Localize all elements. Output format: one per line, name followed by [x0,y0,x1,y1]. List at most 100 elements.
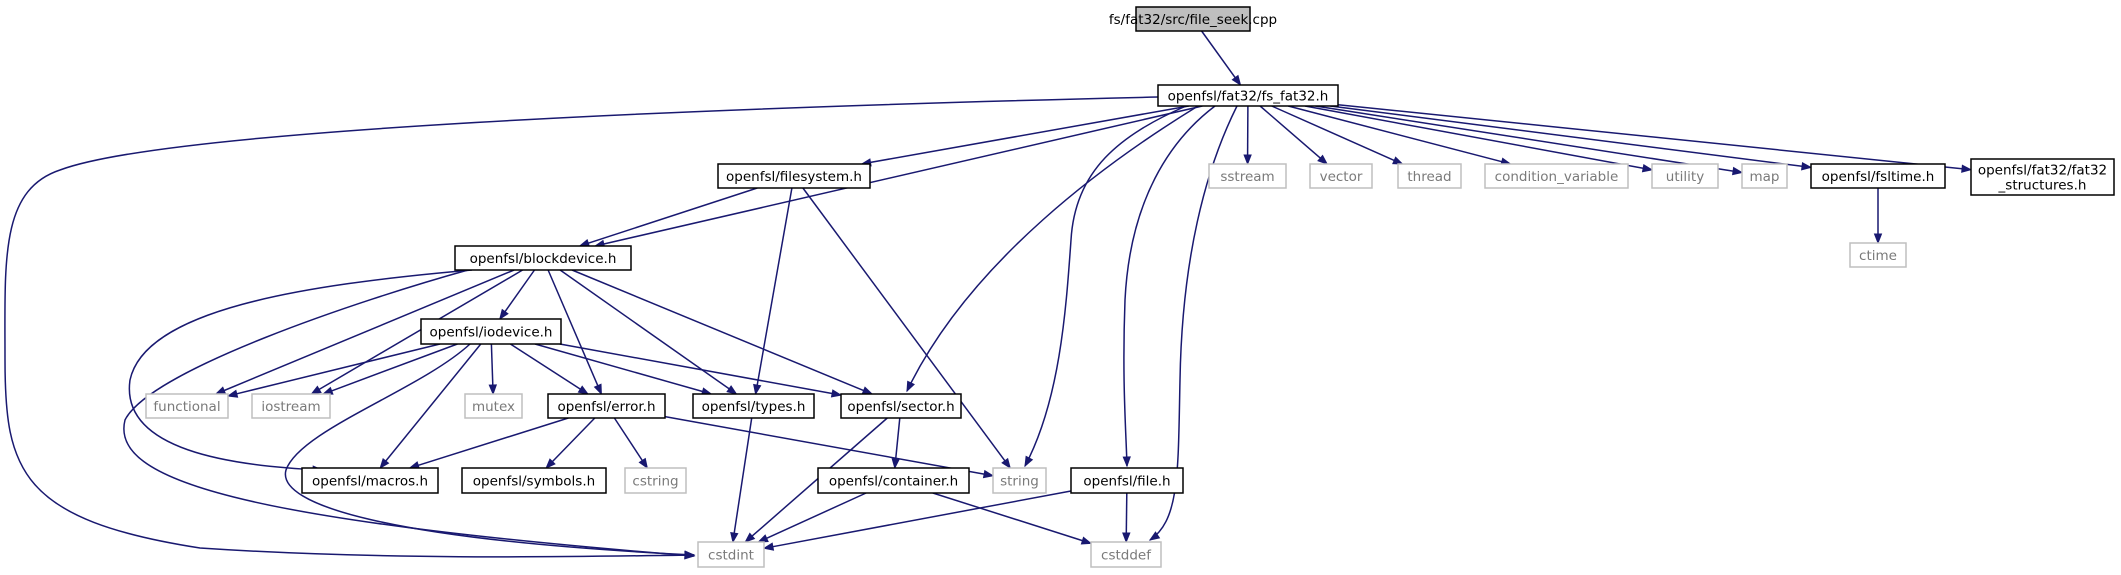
edge-arrowhead [753,383,762,396]
node-label: openfsl/types.h [702,399,806,415]
node-filesystem[interactable]: openfsl/filesystem.h [717,163,871,189]
edge-fs_fat32-to-file [1122,105,1216,468]
edge-line [772,490,1072,548]
node-label: openfsl/sector.h [847,399,954,415]
node-map: map [1741,163,1788,189]
node-cstdint: cstdint [697,541,765,568]
node-fs-fat32[interactable]: openfsl/fat32/fs_fat32.h [1157,84,1339,107]
edge-arrowhead [1801,162,1813,171]
node-label: iostream [261,399,320,415]
node-fsltime[interactable]: openfsl/fsltime.h [1810,163,1946,189]
node-label: openfsl/error.h [557,399,655,415]
node-box [697,541,765,568]
edge-line [1123,105,1216,467]
node-box [1135,6,1251,32]
node-cstddef: cstddef [1090,541,1162,568]
edge-line [1288,105,1502,163]
edge-arrowhead [1231,74,1242,87]
edge-fs_fat32-to-sector [906,105,1199,393]
node-blockdevice[interactable]: openfsl/blockdevice.h [454,245,632,271]
edge-line [588,187,758,244]
node-label: openfsl/symbols.h [473,474,595,490]
node-box [547,393,666,419]
node-box [817,467,970,494]
edge-arrowhead [830,389,843,398]
edge-arrowhead [498,308,509,321]
edge-arrowhead [488,384,498,396]
edge-iodevice-to-functional [226,343,441,398]
edge-arrowhead [577,385,590,395]
node-box [1309,163,1373,189]
edge-arrowhead [1873,233,1883,245]
edge-line [756,187,793,386]
node-label: openfsl/blockdevice.h [470,251,617,267]
node-thread: thread [1397,163,1462,189]
edge-line [571,269,864,392]
node-box [454,245,632,271]
edge-fsltime-to-ctime [1873,188,1883,245]
node-label: map [1750,169,1780,185]
edge-arrowhead [744,532,756,543]
node-container[interactable]: openfsl/container.h [817,467,970,494]
edge-line [802,187,1006,462]
node-label: openfsl/fat32/fs_fat32.h [1168,89,1329,105]
node-fat32-structures[interactable]: openfsl/fat32/fat32_structures.h [1970,158,2115,196]
node-macros[interactable]: openfsl/macros.h [301,467,439,494]
node-box [624,467,687,494]
edge-fs_fat32-to-utility [1304,105,1654,173]
edge-arrowhead [1080,536,1093,545]
edge-arrowhead [730,532,739,544]
edge-iodevice-to-sector [559,343,843,398]
edge-filesystem-to-types [753,187,793,396]
node-box [1070,467,1184,494]
edge-line [870,105,1189,164]
node-sector[interactable]: openfsl/sector.h [840,393,962,419]
node-box [251,393,331,419]
node-box [1397,163,1462,189]
node-file[interactable]: openfsl/file.h [1070,467,1184,494]
edge-line [664,415,985,475]
node-file-seek: fs/fat32/src/file_seek.cpp [1109,6,1277,32]
edge-blockdevice-to-macros [128,269,473,474]
node-error[interactable]: openfsl/error.h [547,393,666,419]
node-symbols[interactable]: openfsl/symbols.h [461,467,607,494]
node-types[interactable]: openfsl/types.h [692,393,815,419]
edge-fs_fat32-to-thread [1271,105,1404,165]
edge-line [534,343,703,393]
edge-line [504,269,536,313]
edge-arrowhead [1148,531,1161,541]
node-label: string [1000,474,1039,490]
node-label: openfsl/fsltime.h [1822,169,1935,185]
edge-line [766,492,867,539]
node-iodevice[interactable]: openfsl/iodevice.h [420,318,562,345]
edge-error-to-symbols [545,417,596,469]
node-box [840,393,962,419]
node-cstring: cstring [624,467,687,494]
node-box [1849,242,1907,268]
edge-fs_fat32-to-vector [1259,105,1329,165]
edge-line [1330,105,1803,168]
edge-line [559,269,730,390]
node-box [301,467,439,494]
edge-line [236,343,441,395]
edge-line [894,417,901,460]
edge-line [733,417,753,534]
node-box [1208,163,1287,189]
node-box [1090,541,1162,568]
edge-filesystem-to-blockdevice [578,187,758,248]
edge-iodevice-to-mutex [488,343,498,396]
node-label: ctime [1859,248,1897,264]
node-vector: vector [1309,163,1373,189]
edge-iodevice-to-error [509,343,590,395]
node-box [717,163,871,189]
edge-arrowhead [545,458,556,469]
edge-arrowhead [684,550,696,559]
edge-iodevice-to-macros [379,343,482,470]
edge-iodevice-to-types [534,343,713,396]
edge-arrowhead [214,386,227,395]
node-box [1970,158,2115,196]
edge-arrowhead [379,457,390,470]
node-label: _structures.h [1998,178,2087,194]
edge-line [1271,105,1395,162]
node-label: sstream [1220,169,1274,185]
